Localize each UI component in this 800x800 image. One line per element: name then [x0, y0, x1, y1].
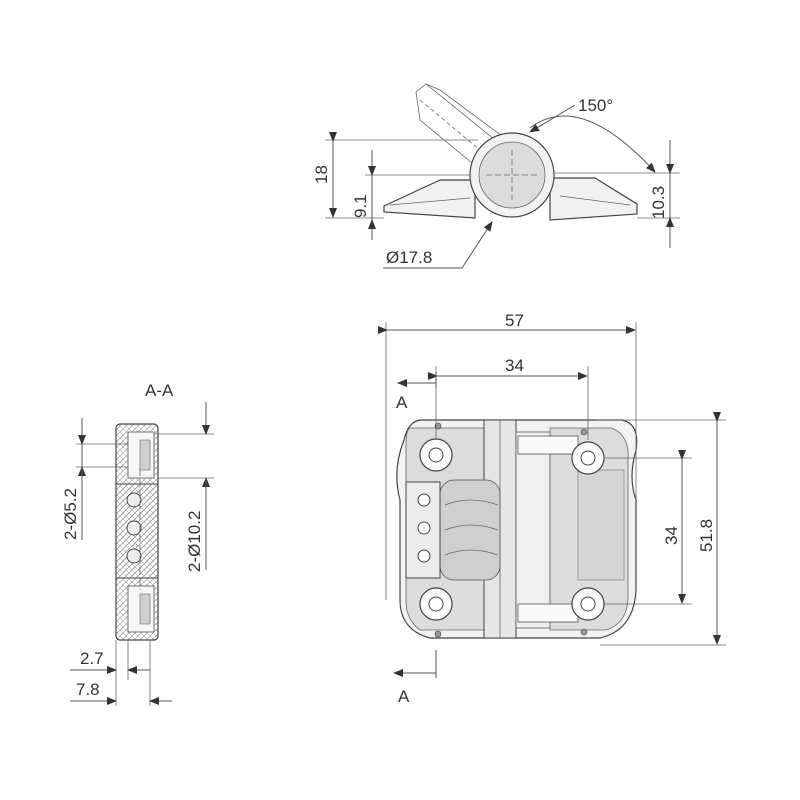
dim-10-3: 10.3 — [649, 186, 668, 219]
spring-housing — [439, 479, 501, 581]
pin-top-right — [580, 428, 588, 436]
side-view: 150° 18 9.1 10.3 Ø17.8 — [312, 83, 680, 269]
hole-top-right-inner — [580, 450, 596, 466]
hole-bottom-left-inner — [428, 596, 444, 612]
section-slot-top-inner — [139, 439, 151, 471]
open-leaf-edge — [425, 83, 511, 143]
right-leaf — [549, 177, 638, 221]
section-ball-1 — [126, 492, 142, 508]
hole-top-left-inner — [428, 447, 444, 463]
section-title: A-A — [145, 381, 174, 400]
dim-51-8: 51.8 — [697, 519, 716, 552]
slot-top-right — [517, 435, 579, 455]
dim-34-horizontal: 34 — [505, 356, 524, 375]
barrel-centerlines — [486, 150, 538, 200]
pin-bottom-right — [580, 628, 588, 636]
hole-bottom-right-inner — [580, 596, 596, 612]
angle-label: 150° — [578, 96, 613, 115]
pin-top-left — [434, 422, 442, 430]
front-view: 57 34 34 51.8 A A — [378, 311, 726, 706]
dim-10-2: 2-Ø10.2 — [185, 511, 204, 572]
barrel-inner — [478, 141, 546, 209]
pin-bottom-left — [434, 630, 442, 638]
dim-5-2: 2-Ø5.2 — [61, 488, 80, 540]
dim-18: 18 — [312, 165, 331, 184]
section-label-top: A — [396, 393, 408, 412]
section-label-bottom: A — [398, 687, 410, 706]
dim-2-7: 2.7 — [80, 649, 104, 668]
section-ball-3 — [126, 548, 142, 564]
open-leaf-hidden — [419, 99, 481, 151]
detent-ball-2 — [417, 521, 431, 535]
section-slot-bottom-inner — [139, 593, 151, 625]
dim-57: 57 — [505, 311, 524, 330]
leaf-edges — [389, 195, 631, 206]
dia-17-8: Ø17.8 — [386, 248, 432, 267]
angle-leader — [529, 104, 576, 133]
detent-ball-1 — [417, 493, 431, 507]
angle-arc — [529, 115, 656, 173]
dim-9-1: 9.1 — [351, 194, 370, 218]
left-leaf — [383, 179, 476, 219]
slot-bottom-right — [517, 603, 579, 623]
dim-7-8: 7.8 — [76, 680, 100, 699]
dim-34-vertical: 34 — [662, 526, 681, 545]
right-plate-recess — [577, 469, 625, 581]
detent-ball-3 — [417, 549, 431, 563]
section-ball-2 — [126, 520, 142, 536]
dia-leader — [383, 221, 493, 269]
section-view: A-A 2-Ø5.2 2-Ø10.2 2.7 — [61, 381, 214, 706]
knuckle-right-band — [515, 431, 551, 629]
spring-ridges — [444, 499, 499, 556]
